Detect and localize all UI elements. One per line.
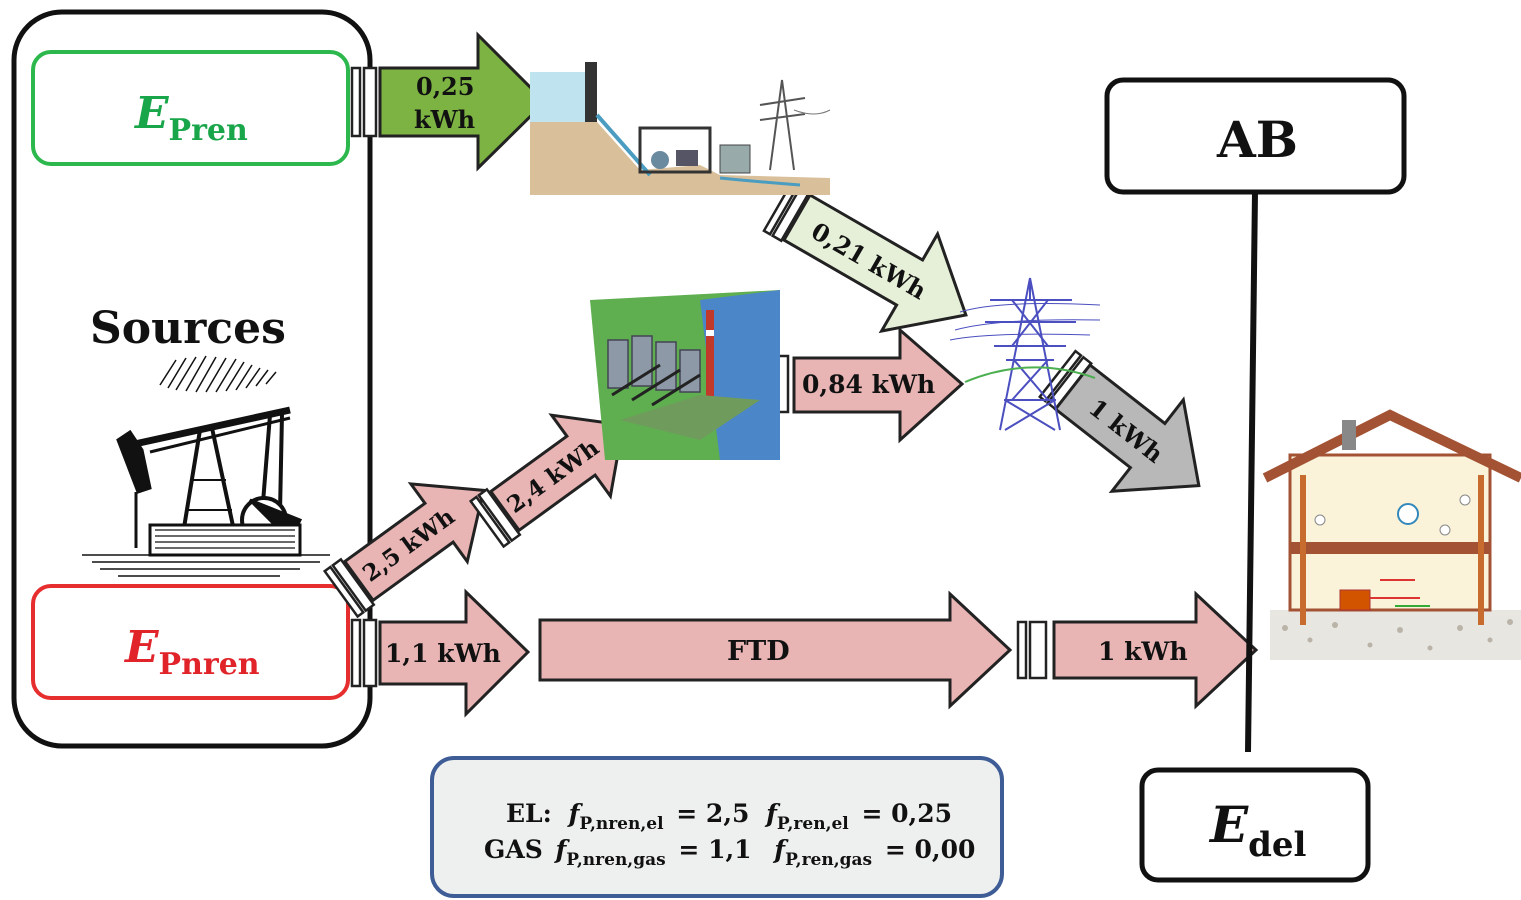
renewable-energy-label: EPren bbox=[133, 88, 248, 148]
nren-to-electricity-arrow-1 bbox=[342, 482, 486, 603]
ftd-arrow bbox=[538, 590, 1013, 710]
oil-pump-jack-icon bbox=[82, 355, 330, 577]
primary-energy-factors-box bbox=[430, 756, 1004, 898]
gas-input-label: 1,1 kWh bbox=[385, 639, 501, 668]
assessment-boundary-label: AB bbox=[1216, 110, 1298, 169]
gas-input-arrow bbox=[378, 588, 531, 718]
hydro-power-plant-icon bbox=[530, 62, 831, 195]
thermal-output-label: 0,84 kWh bbox=[802, 370, 935, 399]
thermal-output-arrow bbox=[792, 326, 965, 444]
assessment-boundary-box bbox=[1104, 77, 1407, 195]
gas-output-arrow bbox=[1052, 590, 1259, 710]
grid-output-arrow bbox=[1053, 362, 1201, 493]
sources-frame bbox=[11, 9, 373, 749]
delivered-energy-label: Edel bbox=[1208, 795, 1307, 865]
building-icon bbox=[1262, 409, 1521, 660]
gas-output-label: 1 kWh bbox=[1098, 637, 1188, 666]
factors-line-gas: GAS fP,nren,gas = 1,1 fP,ren,gas = 0,00 bbox=[484, 835, 975, 871]
transmission-tower-icon bbox=[949, 277, 1101, 431]
nren-to-electricity-arrow-2 bbox=[488, 413, 625, 533]
assessment-boundary-line bbox=[1245, 191, 1258, 753]
ftd-label: FTD bbox=[727, 636, 790, 667]
hydro-output-arrow bbox=[781, 192, 968, 334]
sources-title: Sources bbox=[90, 303, 286, 354]
non-renewable-energy-box bbox=[31, 584, 350, 700]
delivered-energy-box bbox=[1139, 767, 1371, 883]
renewable-input-label-line2: kWh bbox=[414, 105, 475, 134]
renewable-energy-box bbox=[31, 50, 350, 166]
thermal-power-plant-icon bbox=[590, 290, 780, 460]
renewable-input-label-line1: 0,25 bbox=[416, 72, 474, 101]
non-renewable-energy-label: EPnren bbox=[123, 622, 260, 682]
renewable-input-arrow bbox=[378, 31, 548, 172]
factors-line-electricity: EL: fP,nren,el = 2,5 fP,ren,el = 0,25 bbox=[506, 799, 952, 835]
